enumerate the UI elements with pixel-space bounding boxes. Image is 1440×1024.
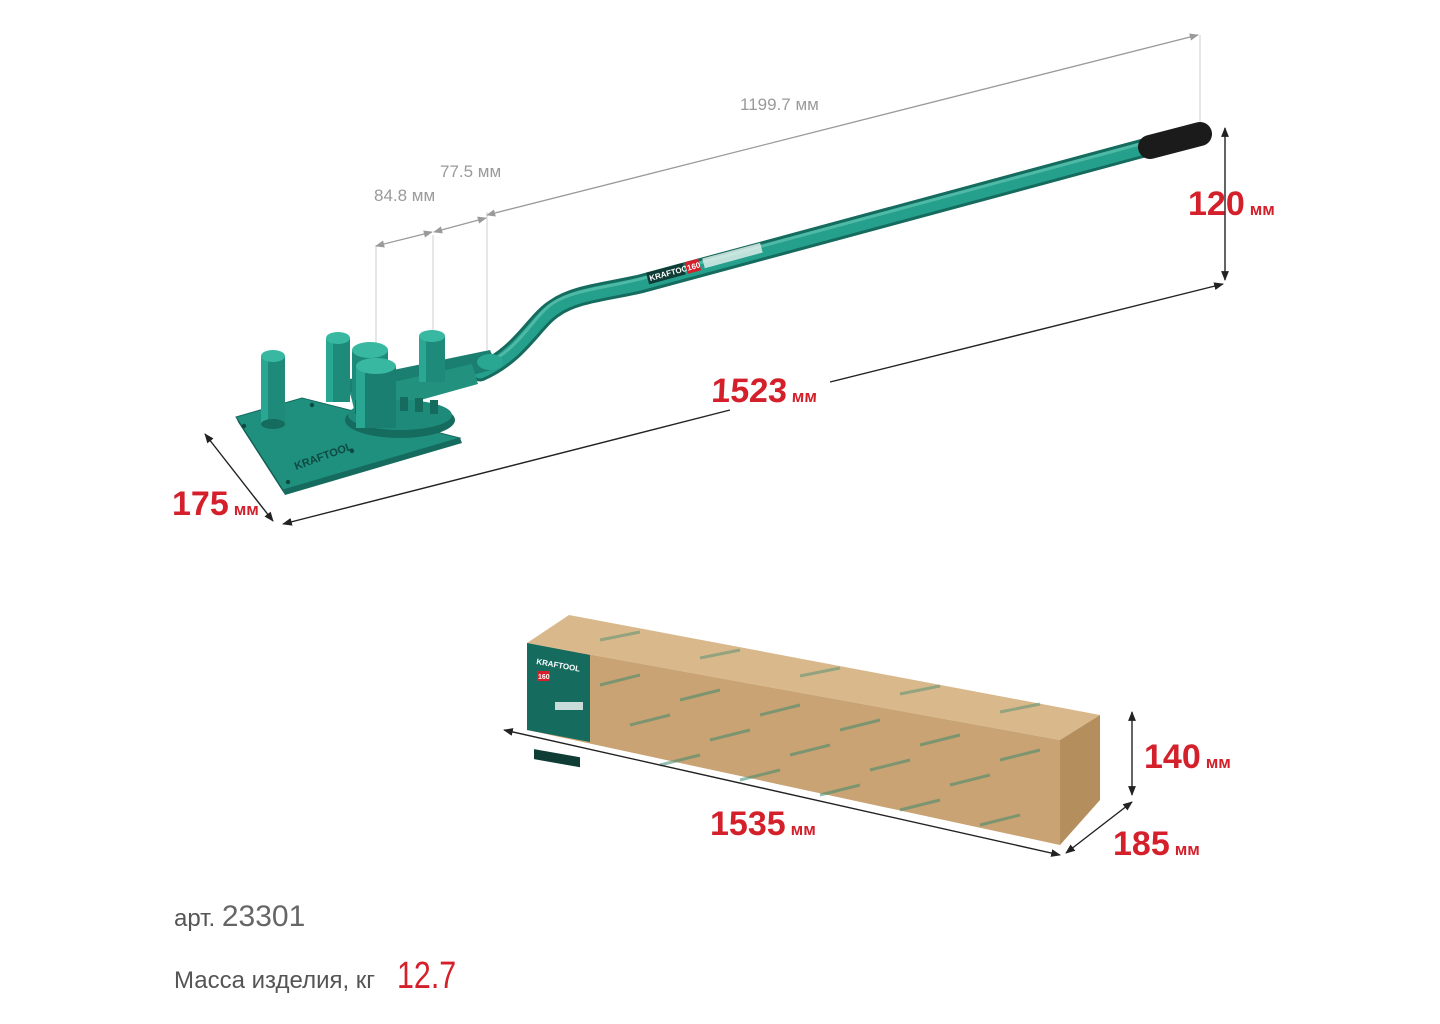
mass-label: Масса изделия, кг [174,967,376,994]
package-box: KRAFTOOL 160 [527,615,1100,845]
top-dimension-lines [375,33,1201,350]
tool-dimension-arrows [204,127,1229,526]
tool-height-value: 120 [1188,185,1245,223]
tool-width-value: 175 [172,485,229,523]
package-length-value: 1535 [710,805,786,843]
package-dimension-arrows [503,711,1136,857]
pin-middle [326,332,350,402]
article-number: 23301 [221,900,306,933]
package-length-label: 1535 мм [710,805,816,843]
package-depth-label: 185 мм [1113,825,1200,863]
tool-width-label: 175 мм [172,485,259,523]
package-height-unit: мм [1206,753,1231,772]
package-depth-value: 185 [1113,825,1170,863]
pin-center [352,342,396,428]
package-length-unit: мм [791,820,816,839]
pin-right [419,330,445,382]
package-height-value: 140 [1144,738,1201,776]
handle-model-badge: 160 [686,260,702,272]
tool-width-unit: мм [234,500,259,519]
tool-length-value: 1523 [711,372,789,410]
package-height-label: 140 мм [1144,738,1231,776]
dimension-handle-length: 1199.7 мм [740,95,819,114]
rebar-bender-tool: KRAFTOOL KRAFTOOL 160 [235,122,1212,495]
tool-height-unit: мм [1250,200,1275,219]
dimension-gap-2: 77.5 мм [440,162,501,181]
dimension-gap-1: 84.8 мм [374,186,435,205]
article-label: арт. [174,905,216,932]
mass-line: Масса изделия, кг 12.7 [174,955,471,998]
pin-left [261,350,285,429]
tool-height-label: 120 мм [1188,185,1275,223]
tool-length-unit: мм [791,387,817,406]
mass-value: 12.7 [397,955,457,997]
package-depth-unit: мм [1175,840,1200,859]
box-model-badge: 160 [538,674,550,681]
article-line: арт. 23301 [174,900,305,934]
